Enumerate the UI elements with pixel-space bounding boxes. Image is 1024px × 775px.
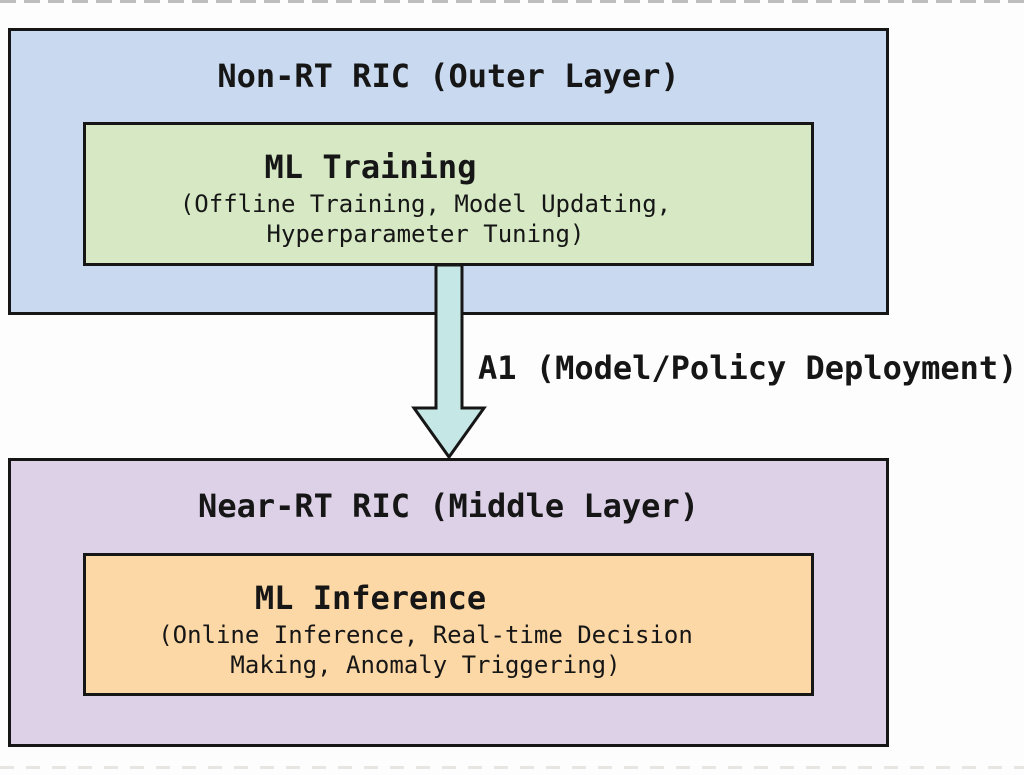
ml-inference-box: ML Inference (Online Inference, Real-tim…	[83, 553, 814, 696]
ml-training-heading: ML Training	[264, 148, 477, 186]
ml-training-box: ML Training (Offline Training, Model Upd…	[83, 122, 814, 266]
a1-interface-label: A1 (Model/Policy Deployment)	[478, 349, 1018, 387]
ml-training-content: ML Training (Offline Training, Model Upd…	[86, 125, 811, 263]
bottom-edge-artifact	[0, 766, 1024, 769]
ml-inference-sub-line2: Making, Anomaly Triggering)	[230, 651, 621, 679]
down-arrow-icon	[411, 263, 487, 460]
near-rt-ric-title: Near-RT RIC (Middle Layer)	[198, 487, 699, 525]
non-rt-ric-title: Non-RT RIC (Outer Layer)	[217, 57, 680, 95]
down-arrow-shape	[411, 263, 487, 460]
ml-training-sub-line1: (Offline Training, Model Updating,	[179, 190, 672, 218]
ml-inference-sub-line1: (Online Inference, Real-time Decision	[158, 621, 693, 649]
ml-inference-content: ML Inference (Online Inference, Real-tim…	[86, 556, 811, 693]
top-edge-artifact	[0, 0, 1024, 3]
ml-inference-heading: ML Inference	[254, 579, 487, 617]
ml-training-sub-line2: Hyperparameter Tuning)	[266, 220, 585, 248]
